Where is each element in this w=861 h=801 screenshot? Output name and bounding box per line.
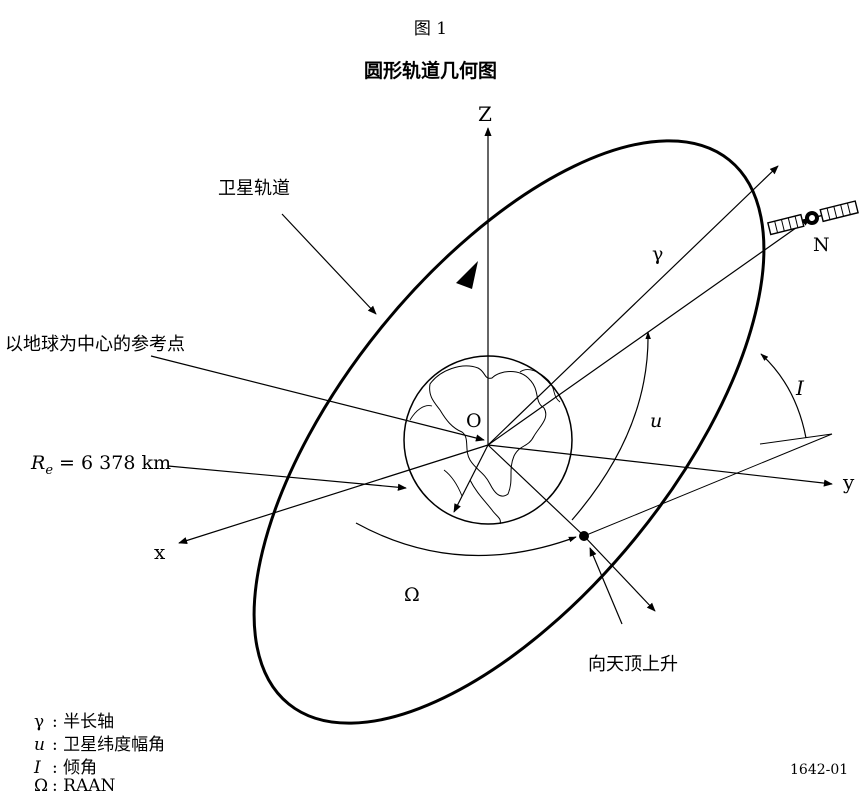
origin-to-node-line bbox=[487, 444, 585, 537]
raan-label: Ω bbox=[404, 584, 420, 606]
legend-item-semi-major-axis: γ: 半长轴 bbox=[34, 712, 115, 732]
z-axis-label: Z bbox=[478, 102, 492, 126]
legend-item-raan: Ω: RAAN bbox=[34, 776, 116, 796]
figure-code: 1642-01 bbox=[790, 762, 849, 778]
legend-symbol: I bbox=[34, 758, 41, 778]
latitude-argument-arc bbox=[571, 331, 651, 521]
figure-number: 图 1 bbox=[413, 19, 448, 39]
origin-label: O bbox=[466, 410, 482, 432]
legend-text: 卫星纬度幅角 bbox=[63, 735, 166, 755]
satellite-icon bbox=[767, 200, 859, 236]
node-label: N bbox=[813, 234, 830, 256]
legend-text: 半长轴 bbox=[63, 712, 115, 732]
satellite-orbit-ellipse bbox=[252, 139, 766, 725]
inclination-ref-line bbox=[759, 433, 833, 445]
orbit-direction-arrow-upper bbox=[456, 261, 478, 289]
legend-symbol: Ω bbox=[34, 776, 49, 796]
earth-radius-label: Re = 6 378 km bbox=[31, 452, 171, 478]
satellite-position-vector bbox=[487, 217, 811, 446]
legend-symbol: γ bbox=[34, 712, 45, 732]
latitude-argument-label: u bbox=[650, 410, 663, 432]
earth-center-leader bbox=[150, 355, 485, 442]
x-axis-label: x bbox=[154, 540, 166, 564]
y-axis-line bbox=[487, 444, 833, 487]
figure-title: 圆形轨道几何图 bbox=[363, 60, 497, 82]
raan-arc bbox=[355, 522, 577, 557]
satellite-orbit-label: 卫星轨道 bbox=[218, 178, 290, 199]
earth-radius-leader bbox=[167, 465, 407, 491]
legend-text: 倾角 bbox=[63, 758, 98, 778]
inclination-arc bbox=[760, 353, 807, 439]
node-line bbox=[583, 433, 833, 537]
earth-radius-vector bbox=[453, 444, 489, 513]
legend-item-inclination: I: 倾角 bbox=[34, 758, 98, 778]
y-axis-label: y bbox=[843, 470, 855, 494]
inclination-label: I bbox=[796, 376, 804, 400]
x-axis-line bbox=[178, 444, 489, 544]
legend-text: RAAN bbox=[63, 776, 116, 796]
semi-major-axis-vector bbox=[487, 165, 779, 446]
zenith-label-leader bbox=[589, 547, 623, 625]
semi-major-axis-label: γ bbox=[652, 243, 664, 265]
legend-symbol: u bbox=[34, 735, 45, 755]
legend-item-latitude-argument: u: 卫星纬度幅角 bbox=[34, 735, 166, 755]
zenith-direction-arrow bbox=[583, 535, 656, 612]
earth-center-label: 以地球为中心的参考点 bbox=[5, 334, 185, 355]
ascending-zenith-label: 向天顶上升 bbox=[588, 654, 678, 675]
orbit-label-leader bbox=[281, 213, 377, 315]
